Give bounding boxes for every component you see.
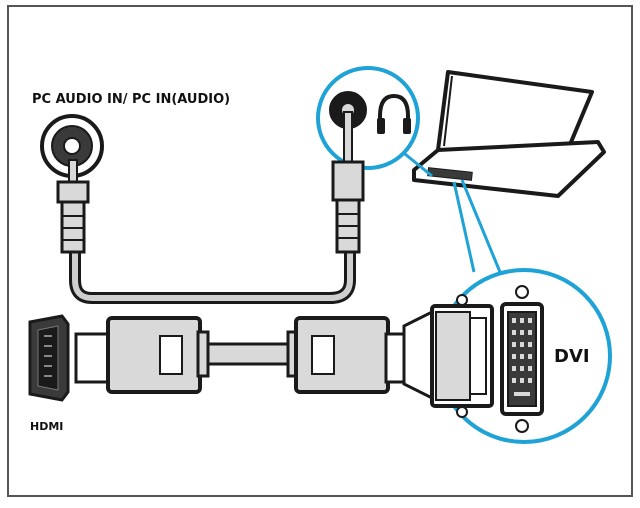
hdmi-plug (74, 316, 210, 394)
laptop (412, 70, 606, 198)
dvi-port (500, 285, 544, 433)
hdmi-port (28, 314, 70, 402)
hdmi-label: HDMI (30, 420, 63, 433)
dvi-adapter (402, 294, 494, 418)
headphone-icon (377, 93, 411, 134)
pc-audio-in-label: PC AUDIO IN/ PC IN(AUDIO) (32, 92, 230, 107)
audio-plug-left (56, 159, 90, 254)
dvi-label: DVI (554, 346, 590, 367)
hdmi-dvi-cable (204, 342, 292, 366)
dvi-plug-body (286, 316, 412, 394)
